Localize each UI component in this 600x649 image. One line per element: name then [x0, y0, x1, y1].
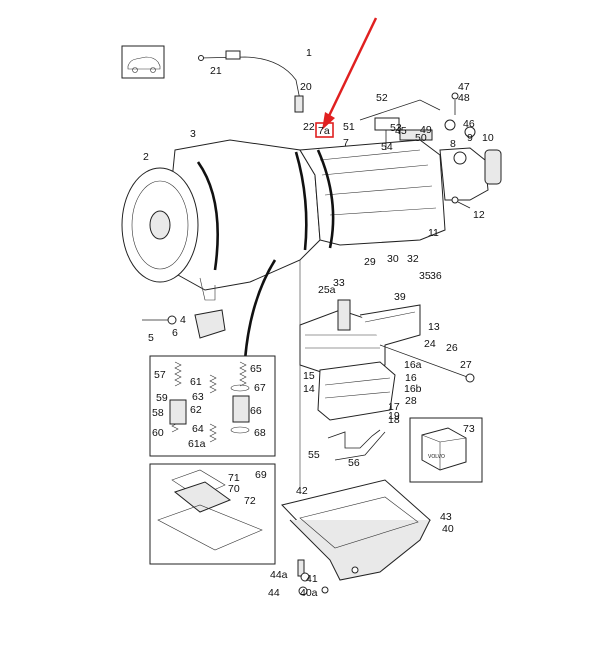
- selector-mechanism: [359, 92, 459, 150]
- callout-6: 6: [172, 327, 178, 339]
- drain-plug: [298, 572, 329, 596]
- callout-54: 54: [381, 141, 393, 153]
- callout-58: 58: [152, 407, 164, 419]
- callout-2: 2: [143, 151, 149, 163]
- callout-51: 51: [343, 121, 355, 133]
- callout-57: 57: [154, 369, 166, 381]
- callout-44: 44: [268, 587, 280, 599]
- callout-10: 10: [482, 132, 494, 144]
- callout-72: 72: [244, 495, 256, 507]
- callout-66: 66: [250, 405, 262, 417]
- red-arrow: [322, 17, 378, 130]
- callout-40: 40: [442, 523, 454, 535]
- callout-25a: 25a: [318, 284, 336, 296]
- highlight-7a: 7a: [315, 122, 334, 138]
- callout-49: 49: [420, 124, 432, 136]
- transmission-housing: [121, 139, 502, 301]
- callout-7: 7: [343, 137, 349, 149]
- callout-13: 13: [428, 321, 440, 333]
- callout-47: 47: [458, 81, 470, 93]
- callout-14: 14: [303, 383, 315, 395]
- callout-35: 35: [419, 270, 431, 282]
- callout-44a: 44a: [270, 569, 288, 581]
- callout-65: 65: [250, 363, 262, 375]
- callout-40a: 40a: [300, 587, 318, 599]
- callout-8: 8: [450, 138, 456, 150]
- callout-24: 24: [424, 338, 436, 350]
- fluid-can-badge: VOLVO: [428, 454, 445, 460]
- gaskets-detail-box: [149, 463, 276, 565]
- callout-21: 21: [210, 65, 222, 77]
- callout-1: 1: [306, 47, 312, 59]
- callout-28: 28: [405, 395, 417, 407]
- callout-36: 36: [430, 270, 442, 282]
- callout-11: 11: [428, 227, 439, 239]
- callout-4: 4: [180, 314, 186, 326]
- callout-16b: 16b: [404, 383, 422, 395]
- callout-67: 67: [254, 382, 266, 394]
- callout-26: 26: [446, 342, 458, 354]
- callout-18: 18: [388, 414, 400, 426]
- callout-62: 62: [190, 404, 202, 416]
- callout-64: 64: [192, 423, 204, 435]
- callout-16a: 16a: [404, 359, 422, 371]
- callout-59: 59: [156, 392, 168, 404]
- callout-32: 32: [407, 253, 419, 265]
- callout-48: 48: [458, 92, 470, 104]
- oil-pan: [281, 479, 431, 581]
- callout-5: 5: [148, 332, 154, 344]
- callout-12: 12: [473, 209, 485, 221]
- callout-22: 22: [303, 121, 315, 133]
- callout-17: 17: [388, 401, 400, 413]
- callout-53: 53: [390, 122, 402, 134]
- fluid-can-box: [409, 417, 483, 483]
- oil-pipes: [327, 429, 386, 461]
- callout-71: 71: [228, 472, 240, 484]
- callout-73: 73: [463, 423, 475, 435]
- callout-61a: 61a: [188, 438, 206, 450]
- springs-detail-box: [149, 355, 276, 457]
- callout-50: 50: [415, 132, 427, 144]
- mount-parts: [142, 309, 226, 339]
- callout-15: 15: [303, 370, 315, 382]
- callout-7a: 7a: [318, 125, 330, 137]
- callout-20: 20: [300, 81, 312, 93]
- valve-body: [299, 299, 421, 421]
- callout-39: 39: [394, 291, 406, 303]
- callout-69: 69: [255, 469, 267, 481]
- callout-46: 46: [463, 118, 475, 130]
- callout-70: 70: [228, 483, 240, 495]
- callout-60: 60: [152, 427, 164, 439]
- callout-56: 56: [348, 457, 360, 469]
- kickdown-cable: [198, 50, 304, 113]
- callout-9: 9: [467, 132, 473, 144]
- callout-68: 68: [254, 427, 266, 439]
- callout-63: 63: [192, 391, 204, 403]
- connector-line: [243, 259, 277, 361]
- callout-16: 16: [405, 372, 417, 384]
- car-icon: [121, 45, 165, 79]
- callout-43: 43: [440, 511, 452, 523]
- callout-27: 27: [460, 359, 472, 371]
- callout-41: 41: [306, 573, 318, 585]
- callout-42: 42: [296, 485, 308, 497]
- callout-52: 52: [376, 92, 388, 104]
- callout-45: 45: [395, 125, 407, 137]
- filler-tube: [379, 344, 475, 383]
- callout-33: 33: [333, 277, 345, 289]
- callout-29: 29: [364, 256, 376, 268]
- callout-30: 30: [387, 253, 399, 265]
- callout-3: 3: [190, 128, 196, 140]
- callout-55: 55: [308, 449, 320, 461]
- callout-19: 19: [388, 410, 400, 422]
- callout-labels: 1 2 3 4 5 6 7 8 9 10 11 12 13 14 15 16 1…: [143, 47, 494, 599]
- small-hardware: [451, 126, 476, 209]
- callout-61: 61: [190, 376, 202, 388]
